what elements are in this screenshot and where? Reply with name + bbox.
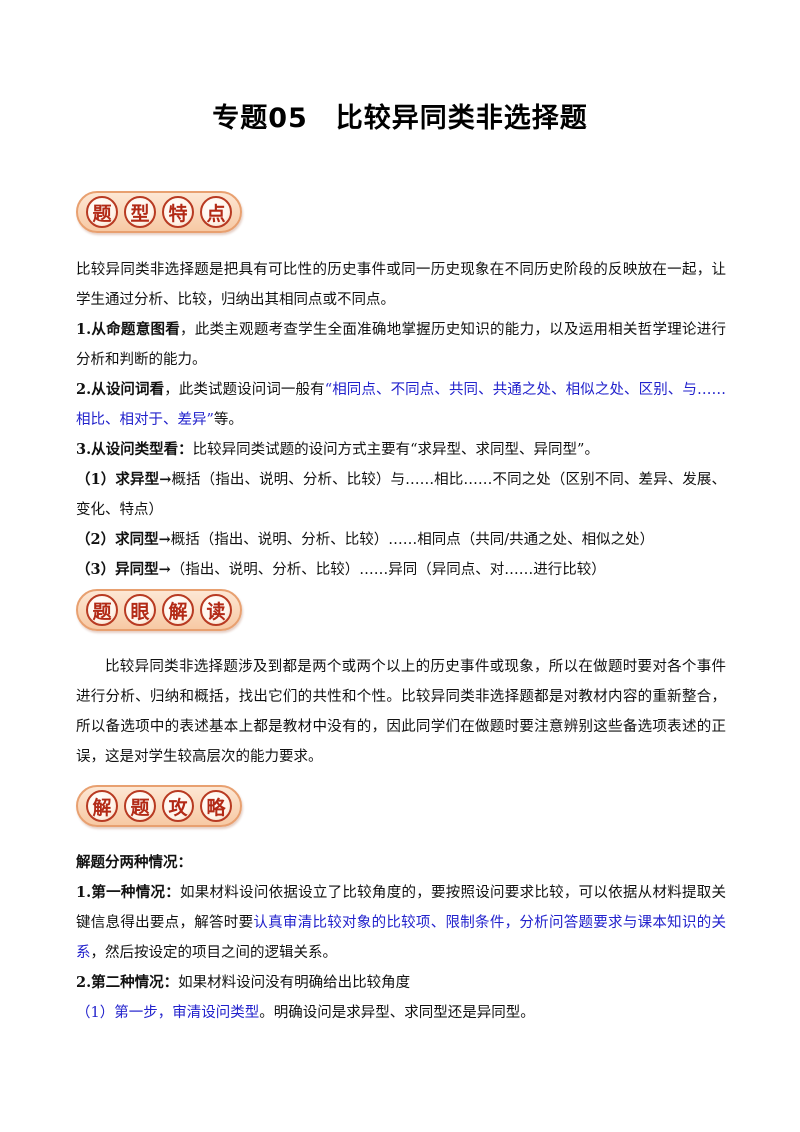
- section-badge-features: 题 型 特 点: [76, 190, 242, 234]
- badge-frame: 题 型 特 点: [76, 191, 242, 233]
- type-1-text: 概括（指出、说明、分析、比较）与……相比……不同之处（区别不同、差异、发展、变化…: [76, 472, 726, 518]
- badge-char: 题: [86, 594, 118, 626]
- badge-char: 解: [86, 790, 118, 822]
- type-3-text: （指出、说明、分析、比较）……异同（异同点、对……进行比较）: [170, 562, 606, 578]
- badge-frame: 题 眼 解 读: [76, 589, 242, 631]
- badge-char: 题: [124, 790, 156, 822]
- badge-char: 读: [200, 594, 232, 626]
- strategy-heading: 解题分两种情况：: [76, 854, 192, 871]
- interpretation-paragraph: 比较异同类非选择题涉及到都是两个或两个以上的历史事件或现象，所以在做题时要对各个…: [76, 652, 726, 772]
- section-badge-strategy: 解 题 攻 略: [76, 784, 242, 828]
- page-title: 专题05 比较异同类非选择题: [212, 103, 588, 134]
- point-2-tail: 等。: [213, 412, 243, 428]
- type-3-label: （3）异同型→: [76, 561, 171, 578]
- step-1-paragraph: （1）第一步，审清设问类型。明确设问是求异型、求同型还是异同型。: [76, 998, 726, 1028]
- point-2-highlight: “相同点、不同点、共同、共通之处、相似之处、区别、与……相比、相对于、差异”: [76, 382, 726, 428]
- case-1-tail: ，然后按设定的项目之间的逻辑关系。: [90, 945, 338, 961]
- case-2-paragraph: 2.第二种情况：如果材料设问没有明确给出比较角度: [76, 968, 726, 998]
- badge-char: 特: [162, 196, 194, 228]
- intro-paragraph: 比较异同类非选择题是把具有可比性的历史事件或同一历史现象在不同历史阶段的反映放在…: [76, 255, 726, 315]
- interpretation-text: 比较异同类非选择题涉及到都是两个或两个以上的历史事件或现象，所以在做题时要对各个…: [76, 659, 726, 765]
- case-2-label: 2.第二种情况：: [76, 974, 179, 991]
- type-3-paragraph: （3）异同型→（指出、说明、分析、比较）……异同（异同点、对……进行比较）: [76, 555, 726, 585]
- point-2-paragraph: 2.从设问词看，此类试题设问词一般有“相同点、不同点、共同、共通之处、相似之处、…: [76, 375, 726, 435]
- point-1-label: 1.从命题意图看: [76, 321, 180, 338]
- badge-char: 解: [162, 594, 194, 626]
- intro-text: 比较异同类非选择题是把具有可比性的历史事件或同一历史现象在不同历史阶段的反映放在…: [76, 262, 726, 308]
- case-1-label: 1.第一种情况：: [76, 884, 180, 901]
- case-1-text: 如果材料设问依据设立了比较角度的，要按照设问要求比较，可以依据从材料提取关键信息…: [76, 885, 727, 931]
- type-1-label: （1）求异型→: [76, 471, 172, 488]
- badge-char: 略: [200, 790, 232, 822]
- badge-frame: 解 题 攻 略: [76, 785, 242, 827]
- case-1-highlight: 认真审清比较对象的比较项、限制条件，分析问答题要求与课本知识的关系: [76, 915, 727, 961]
- type-1-paragraph: （1）求异型→概括（指出、说明、分析、比较）与……相比……不同之处（区别不同、差…: [76, 465, 726, 525]
- step-1-text: 。明确设问是求异型、求同型还是异同型。: [259, 1005, 535, 1021]
- type-2-text: 概括（指出、说明、分析、比较）……相同点（共同/共通之处、相似之处）: [170, 532, 655, 548]
- point-2-label: 2.从设问词看: [76, 381, 165, 398]
- point-3-text: 比较异同类试题的设问方式主要有“求异型、求同型、异同型”。: [192, 442, 599, 458]
- point-1-text: ，此类主观题考查学生全面准确地掌握历史知识的能力，以及运用相关哲学理论进行分析和…: [76, 322, 727, 368]
- point-2-text: ，此类试题设问词一般有: [164, 382, 325, 398]
- case-2-text: 如果材料设问没有明确给出比较角度: [178, 975, 411, 991]
- step-1-highlight: （1）第一步，审清设问类型: [76, 1005, 260, 1021]
- point-1-paragraph: 1.从命题意图看，此类主观题考查学生全面准确地掌握历史知识的能力，以及运用相关哲…: [76, 315, 726, 375]
- point-3-paragraph: 3.从设问类型看：比较异同类试题的设问方式主要有“求异型、求同型、异同型”。: [76, 435, 726, 465]
- section-badge-interpretation: 题 眼 解 读: [76, 588, 242, 632]
- type-2-label: （2）求同型→: [76, 531, 171, 548]
- case-1-paragraph: 1.第一种情况：如果材料设问依据设立了比较角度的，要按照设问要求比较，可以依据从…: [76, 878, 726, 968]
- badge-char: 题: [86, 196, 118, 228]
- badge-char: 型: [124, 196, 156, 228]
- point-3-label: 3.从设问类型看：: [76, 441, 193, 458]
- badge-char: 眼: [124, 594, 156, 626]
- badge-char: 点: [200, 196, 232, 228]
- badge-char: 攻: [162, 790, 194, 822]
- type-2-paragraph: （2）求同型→概括（指出、说明、分析、比较）……相同点（共同/共通之处、相似之处…: [76, 525, 726, 555]
